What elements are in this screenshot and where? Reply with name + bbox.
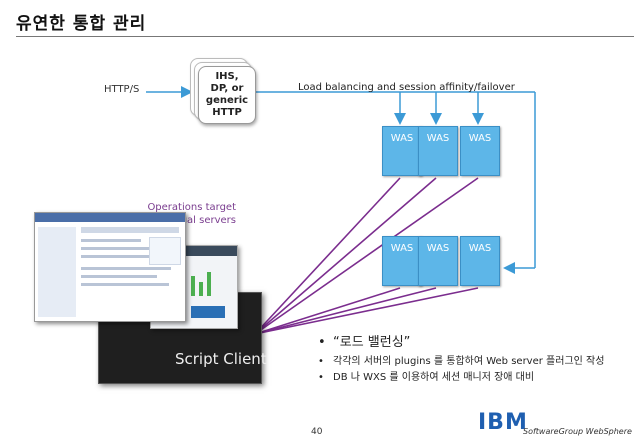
proxy-line: IHS,	[215, 71, 239, 82]
proxy-line: DP, or	[210, 83, 244, 94]
bullet-list: “로드 밸런싱” 각각의 서버의 plugins 를 통합하여 Web serv…	[318, 336, 628, 387]
http-label: HTTP/S	[104, 84, 140, 95]
bullet-item: 각각의 서버의 plugins 를 통합하여 Web server 플러그인 작…	[318, 355, 628, 368]
bullet-item: DB 나 WXS 를 이용하여 세션 매니저 장애 대비	[318, 371, 628, 384]
operations-label: Operations target individual servers	[147, 202, 236, 226]
was-node: WAS	[382, 236, 422, 286]
page-number: 40	[311, 427, 323, 437]
console-window-front	[34, 212, 186, 322]
script-client-label: Script Client	[175, 350, 267, 368]
was-node: WAS	[418, 236, 458, 286]
was-node: WAS	[460, 126, 500, 176]
bullet-heading: “로드 밸런싱”	[318, 336, 628, 349]
proxy-line: HTTP	[212, 107, 242, 118]
proxy-line: generic	[205, 95, 249, 106]
proxy-server-card: IHS, DP, or generic HTTP	[198, 66, 256, 124]
ibm-logo: IBM	[478, 410, 528, 435]
admin-lines	[254, 177, 479, 335]
load-balancing-label: Load balancing and session affinity/fail…	[298, 82, 515, 93]
title-divider	[16, 36, 634, 37]
was-node: WAS	[418, 126, 458, 176]
was-node: WAS	[382, 126, 422, 176]
software-group-label: SoftwareGroup WebSphere	[523, 427, 632, 436]
was-node: WAS	[460, 236, 500, 286]
slide-title: 유연한 통합 관리	[16, 14, 147, 34]
